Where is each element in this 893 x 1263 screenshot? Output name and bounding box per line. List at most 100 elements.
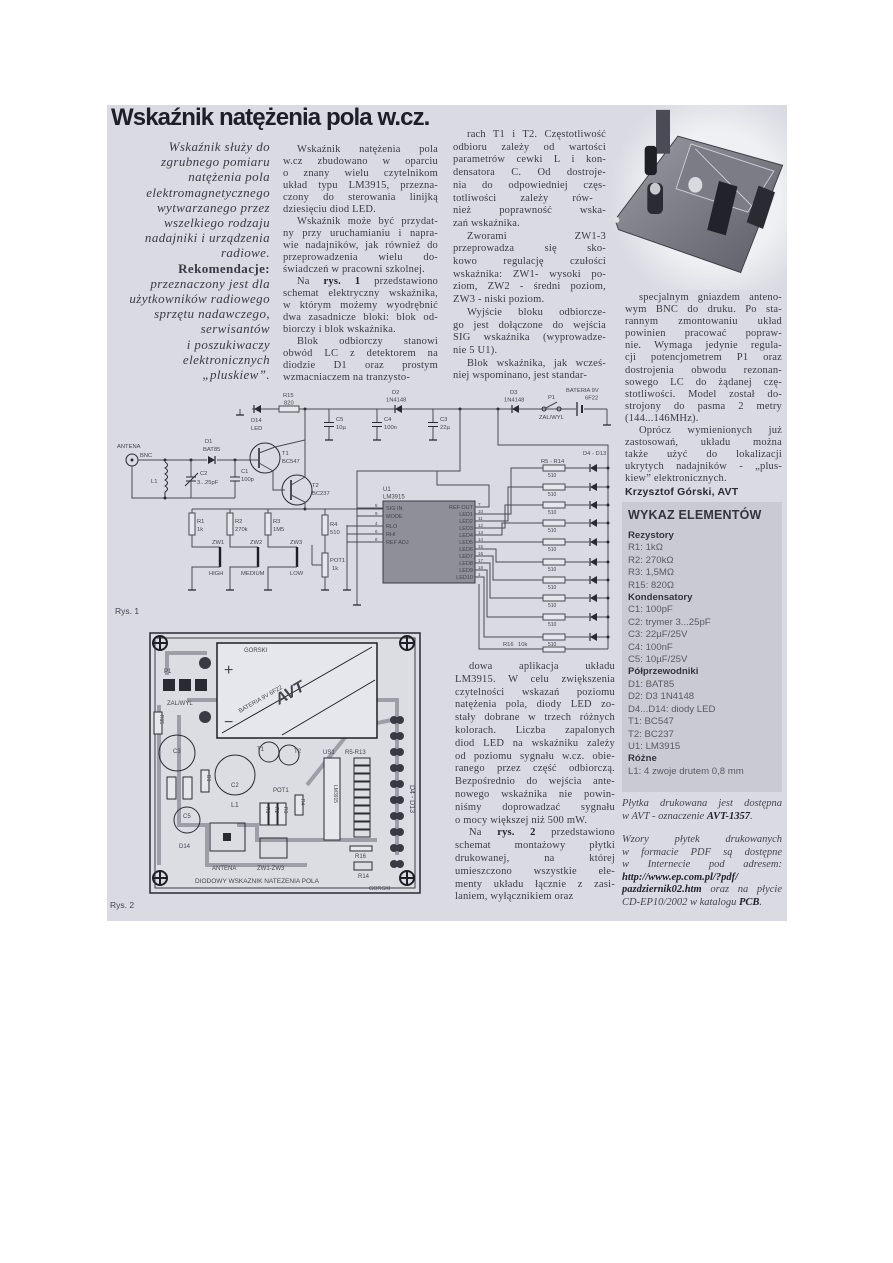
resistor-pad-pair (353, 813, 371, 822)
text-line: zań wskaźnika. (453, 218, 606, 231)
lead-line: elektromagnetycznego (146, 184, 270, 200)
schematic-label: 9 (375, 511, 378, 516)
lead-line: i poszukiwaczy (186, 336, 270, 352)
resistor-r13 (542, 613, 566, 621)
text-line: go jest dołączone do wejścia (453, 320, 606, 333)
pcb-label: DIODOWY WSKAZNIK NATEZENIA POLA (195, 878, 320, 885)
text-segment: od poziomu sygnału w.cz. obie- (455, 750, 615, 762)
text-line: drukowanej, na której (455, 853, 615, 866)
parts-item: T1: BC547 (628, 716, 674, 728)
text-segment: o znany wielu czytelnikom (283, 168, 438, 179)
lead-line: użytkowników radiowego (129, 291, 270, 307)
parts-section-heading: Rezystory (628, 530, 674, 541)
text-segment: niej wspominano, jest standar- (453, 370, 588, 382)
text-segment: dwa zasadnicze bloki: blok od- (283, 312, 438, 323)
text-segment: wie nadajników, jak również do (283, 240, 438, 251)
text-segment: drukowanej, na której (455, 852, 615, 864)
text-line: dziesięciu diod LED. (283, 204, 438, 216)
text-segment: ukrytych nadajników - „plus- (625, 461, 782, 473)
schematic-label: 10 (478, 509, 484, 514)
led-pad (390, 764, 398, 772)
text-segment: kiew” elektronicznych. (625, 473, 727, 485)
schematic-label: 10k (518, 642, 527, 648)
text-line: ukrytych nadajników - „plus- (625, 461, 782, 473)
battery-clip-pad (199, 657, 211, 669)
text-segment: totliwości zależy rów- (453, 192, 593, 204)
junction-dot (606, 635, 610, 639)
parts-item: T2: BC237 (628, 728, 674, 740)
resistor-pad-pair (353, 773, 371, 782)
schematic-label: REF OUT (449, 505, 474, 511)
bnc-footprint (209, 822, 246, 852)
photo-trimmer (688, 177, 703, 193)
parts-section-heading: Półprzewodniki (628, 666, 699, 678)
resistor-r1-alt (182, 776, 193, 800)
text-segment: powinien pracować popraw- (625, 328, 782, 340)
led-d13 (590, 633, 597, 641)
wire (497, 409, 609, 649)
schematic-label: C4 (384, 417, 392, 423)
pcb-label: L1 (231, 802, 239, 809)
capacitor-c3 (158, 734, 196, 772)
text-line: Zworami ZW1-3 (453, 231, 606, 244)
schematic-label: LM3915 (383, 495, 405, 501)
text-line: sowego LC do żądanej czę- (625, 377, 782, 389)
led-pad (396, 828, 404, 836)
schematic-label: LED8 (459, 561, 473, 567)
note-line: w formacie PDF są dostępne (622, 847, 782, 860)
led-pad (390, 860, 398, 868)
parts-item: R15: 820Ω (628, 579, 675, 591)
schematic-label: R1 (197, 519, 204, 525)
schematic-label: C3 (440, 417, 447, 423)
text-segment: Wyjście bloku odbiorcze- (467, 306, 606, 318)
wire (475, 504, 543, 529)
transistor-t2 (281, 474, 313, 506)
parts-item: L1: 4 zwoje drutem 0,8 mm (628, 765, 744, 777)
led-d7 (590, 519, 597, 527)
text-segment: sowego LC do żądanej czę- (625, 376, 782, 388)
schematic-label: LED9 (459, 568, 473, 574)
resistor-value-label: 510 (548, 510, 557, 516)
text-line: nie. Wymaga jedynie regula- (625, 340, 782, 352)
resistor-pad-pair (353, 765, 371, 774)
resistor-value-label: 510 (548, 473, 557, 479)
schematic-label: BC237 (312, 491, 330, 497)
text-segment: przeprowadzenia wielu do- (283, 252, 438, 263)
text-line: Wskaźnik natężenia pola (283, 144, 438, 156)
lead-line: sprzętu nadawczego, (154, 306, 270, 322)
text-segment: niśmy doprowadzać sygnału (455, 801, 615, 813)
text-line: nowego wskaźnika nie powin- (455, 789, 615, 802)
wire (258, 462, 285, 491)
wire (475, 555, 543, 581)
switch-p1-contact (556, 406, 562, 412)
led-pad (390, 748, 398, 756)
lead-line: elektronicznych (182, 351, 270, 367)
schematic-label: 15 (478, 544, 484, 549)
junction-dot (606, 560, 610, 564)
text-line: kolorach. Liczba zapalonych (455, 725, 615, 738)
text-line: menty układu łącznie z zasi- (455, 879, 615, 892)
schematic-label: 8 (375, 537, 378, 542)
text-line: Na rys. 1 przedstawiono (283, 276, 438, 288)
text-segment: wym BNC do druku. Po sta- (625, 304, 782, 316)
text-segment: rannym zmontowaniu układ (625, 316, 782, 328)
resistor-pad-pair (353, 805, 371, 814)
resistor-r3 (264, 512, 272, 536)
led-d8 (590, 538, 597, 546)
led-pad (390, 732, 398, 740)
text-segment: nowego wskaźnika nie powin- (455, 788, 615, 800)
text-segment: cji potencjometrem P1 oraz (625, 352, 782, 364)
led-pad (390, 796, 398, 804)
schematic-label: LED7 (459, 554, 473, 560)
schematic-label: MEDIUM (241, 571, 265, 577)
led-d11 (590, 594, 597, 602)
schematic-label: 10µ (336, 425, 346, 431)
bold-text: http://www.ep.com.pl/?pdf/ (622, 871, 738, 883)
text-segment: Wskaźnik natężenia pola (297, 144, 438, 155)
schematic-label: BATERIA 9V (566, 388, 599, 394)
schematic-label: 16 (478, 551, 484, 556)
resistor-r5 (542, 464, 566, 472)
parts-section-heading: Różne (628, 753, 657, 765)
